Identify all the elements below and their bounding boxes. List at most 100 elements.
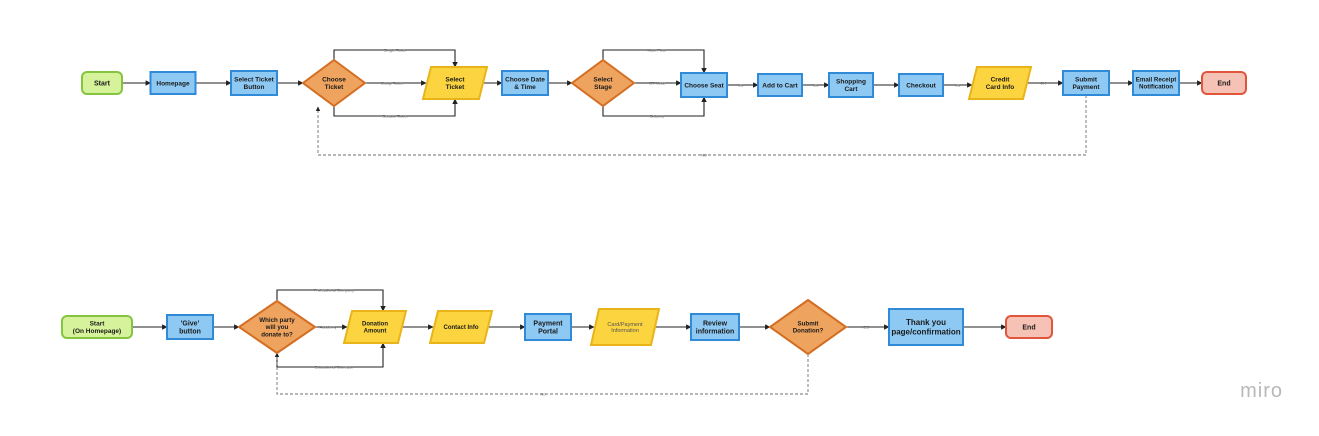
edge-label-single-ticket: Single Ticket — [384, 48, 408, 53]
edge-label-no: No — [540, 392, 546, 397]
f1-end-shape — [1201, 71, 1247, 95]
f1-start-node: Start — [81, 71, 123, 95]
f1-end-label: End — [1217, 80, 1230, 87]
f1-credit-card-info-shape — [967, 66, 1033, 100]
edge-label-yes1: Yes — [737, 83, 744, 88]
edge-label-yes: YES — [861, 325, 869, 330]
flow-arrow-23 — [276, 342, 386, 368]
f1-homepage-node: Homepage — [149, 71, 197, 95]
f1-choose-seat-shape — [680, 72, 728, 98]
flow-arrow-5 — [333, 98, 458, 117]
f1-select-ticket-shape — [421, 66, 489, 100]
f1-checkout-label: Checkout — [906, 82, 936, 89]
f1-start-shape — [81, 71, 123, 95]
f2-donation-amount-shape — [342, 310, 408, 344]
f2-contact-info-node: Contact Info — [428, 310, 494, 344]
f2-payment-portal-shape — [524, 313, 572, 341]
f1-shopping-cart-shape — [828, 72, 874, 98]
f2-submit-donation-shape — [768, 298, 848, 356]
f1-add-to-cart-shape — [757, 73, 803, 97]
miro-watermark: miro — [1240, 380, 1283, 402]
f2-give-button-shape — [166, 314, 214, 340]
flow-arrow-10 — [602, 96, 707, 117]
f2-give-button-node: 'Give'button — [166, 314, 214, 340]
f2-card-payment-info-shape — [589, 308, 661, 346]
f1-end-node: End — [1201, 71, 1247, 95]
edge-label-yes2: Yes — [812, 83, 819, 88]
edge-label-balcony: Balcony — [650, 114, 664, 119]
edge-label-educational-outreach: Educational Outreach — [315, 365, 353, 370]
f2-start-shape — [61, 315, 133, 339]
edge-label-ok: OK — [1040, 81, 1046, 86]
edge-label-gt-mezz: GT Mezz — [649, 81, 665, 86]
f2-which-party-shape — [237, 299, 317, 355]
f2-thank-you-shape — [888, 308, 964, 346]
f1-homepage-label: Homepage — [156, 80, 190, 87]
f2-start-label: Start(On Homepage) — [73, 321, 121, 335]
f1-add-to-cart-label: Add to Cart — [762, 82, 798, 89]
f1-choose-seat-node: Choose Seat — [680, 72, 728, 98]
f1-email-receipt-shape — [1132, 70, 1180, 96]
f1-choose-date-time-label: Choose Date& Time — [505, 77, 545, 91]
edge-label-professional-company: Professional Company — [314, 288, 354, 293]
f2-start-node: Start(On Homepage) — [61, 315, 133, 339]
f1-submit-payment-shape — [1062, 70, 1110, 96]
f2-review-information-shape — [690, 313, 740, 341]
f1-choose-date-time-node: Choose Date& Time — [501, 70, 549, 96]
edge-label-no: NO — [701, 153, 707, 158]
edge-label-season-ticket: Season Ticket — [382, 114, 408, 119]
f2-end-node: End — [1005, 315, 1053, 339]
f1-select-ticket-button-shape — [230, 70, 278, 96]
f1-choose-ticket-shape — [301, 58, 367, 108]
f1-choose-seat-label: Choose Seat — [684, 82, 724, 89]
f2-end-shape — [1005, 315, 1053, 339]
f2-contact-info-label: Contact Info — [444, 325, 479, 331]
f1-choose-date-time-shape — [501, 70, 549, 96]
f1-checkout-shape — [898, 73, 944, 97]
flow-arrow-21 — [276, 289, 386, 312]
edge-label-group-ticket: Group Ticket — [381, 81, 405, 86]
f2-contact-info-shape — [428, 310, 494, 344]
edge-label-academy: Academy — [320, 325, 337, 330]
f1-homepage-shape — [149, 71, 197, 95]
f1-start-label: Start — [94, 80, 111, 87]
flowchart-edges — [122, 49, 1203, 395]
flow-arrow-8 — [602, 49, 707, 74]
f1-checkout-node: Checkout — [898, 73, 944, 97]
flow-arrow-3 — [333, 49, 458, 68]
f2-give-button-label: 'Give'button — [179, 320, 201, 335]
f2-end-label: End — [1022, 324, 1035, 331]
